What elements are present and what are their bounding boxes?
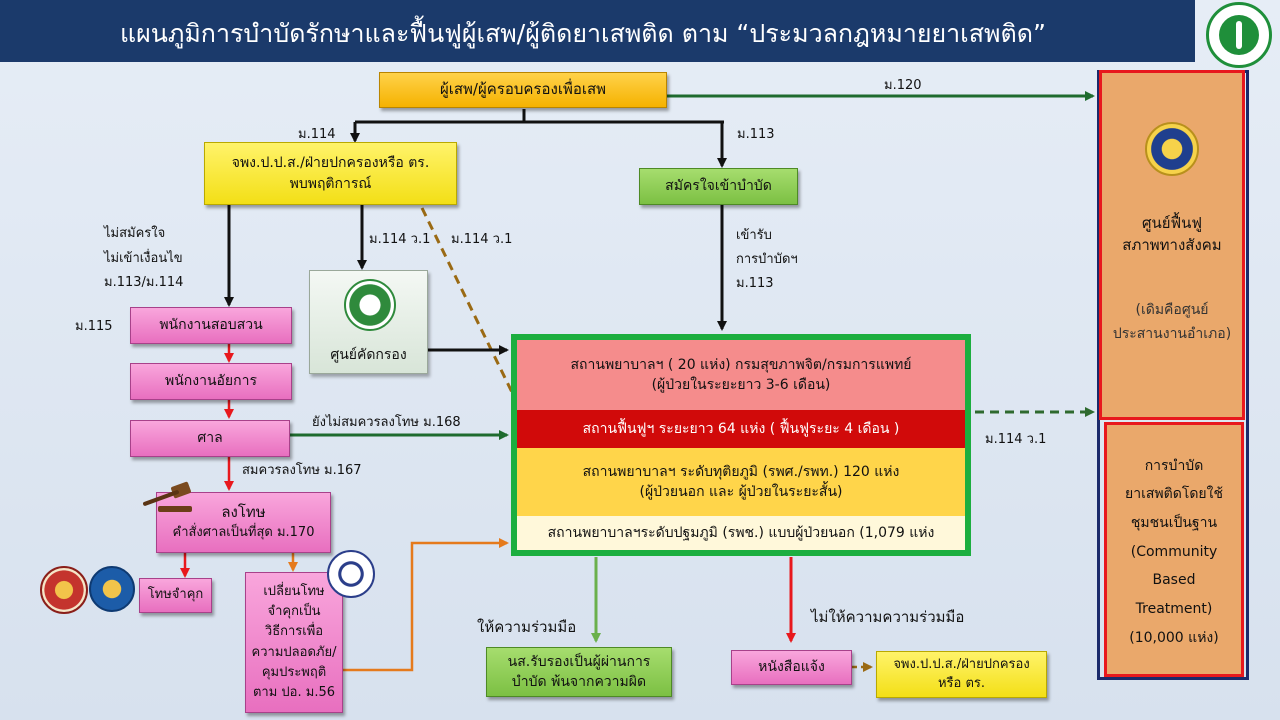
prison-node: โทษจำคุก	[139, 578, 212, 613]
notice-target-line2: หรือ ตร.	[937, 675, 986, 691]
voluntary-node-label: สมัครใจเข้าบำบัด	[665, 178, 772, 195]
certified-line1: นส.รับรองเป็นผู้ผ่านการ	[507, 653, 651, 670]
facility-band-hospital: สถานพยาบาลฯ ( 20 แห่ง) กรมสุขภาพจิต/กรมก…	[517, 340, 965, 410]
probation-logo-icon	[327, 550, 375, 598]
not-voluntary-line3: ม.113/ม.114	[104, 275, 184, 291]
facility-band-secondary: สถานพยาบาลฯ ระดับทุติยภูมิ (รพศ./รพท.) 1…	[517, 448, 965, 516]
convert-node: เปลี่ยนโทษ จำคุกเป็น วิธีการเพื่อ ความปล…	[245, 572, 343, 713]
gavel-icon	[143, 481, 192, 512]
screening-node-label: ศูนย์คัดกรอง	[330, 346, 407, 363]
prosecutor-node: พนักงานอัยการ	[130, 363, 292, 400]
label-m120: ม.120	[884, 78, 922, 93]
investigator-node-label: พนักงานสอบสวน	[159, 317, 263, 334]
court-node: ศาล	[130, 420, 290, 457]
certified-node: นส.รับรองเป็นผู้ผ่านการ บำบัด พ้นจากความ…	[486, 647, 672, 697]
investigator-node: พนักงานสอบสวน	[130, 307, 292, 344]
label-admitted: เข้ารับ การบำบัดฯ ม.113	[736, 224, 798, 296]
corrections-logo-icon	[40, 566, 88, 614]
cbtx-line7: (10,000 แห่ง)	[1129, 629, 1219, 646]
cbtx-line5: Based	[1152, 572, 1196, 589]
officer-node-line2: พบพฤติการณ์	[289, 175, 372, 192]
label-m115: ม.115	[75, 319, 113, 334]
label-m114: ม.114	[298, 127, 336, 142]
label-not-voluntary: ไม่สมัครใจ ไม่เข้าเงื่อนไข ม.113/ม.114	[104, 222, 183, 296]
social-rehab-center-note: (เดิมคือศูนย์ ประสานงานอำเภอ)	[1101, 292, 1243, 354]
voluntary-node: สมัครใจเข้าบำบัด	[639, 168, 798, 205]
facility-band-rehab: สถานฟื้นฟูฯ ระยะยาว 64 แห่ง ( ฟื้นฟูระยะ…	[517, 410, 965, 448]
label-should-punish: สมควรลงโทษ ม.167	[242, 463, 362, 478]
label-not-yet-punish: ยังไม่สมควรลงโทษ ม.168	[312, 415, 461, 430]
notice-target-node: จพง.ป.ป.ส./ฝ่ายปกครอง หรือ ตร.	[876, 651, 1047, 698]
admitted-line1: เข้ารับ	[736, 228, 772, 243]
prison-node-label: โทษจำคุก	[147, 587, 204, 603]
cbtx-line3: ชุมชนเป็นฐาน	[1130, 514, 1218, 531]
page-title: แผนภูมิการบำบัดรักษาและฟื้นฟูผู้เสพ/ผู้ต…	[120, 19, 1046, 48]
notice-node-label: หนังสือแจ้ง	[758, 659, 825, 676]
not-voluntary-line1: ไม่สมัครใจ	[104, 226, 166, 241]
label-m113: ม.113	[737, 127, 775, 142]
convert-line4: ความปลอดภัย/	[251, 644, 337, 660]
band1-line2: (ผู้ป่วยในระยะยาว 3-6 เดือน)	[651, 377, 831, 393]
punish-node: ลงโทษ คำสั่งศาลเป็นที่สุด ม.170	[156, 492, 331, 553]
rehab-line1: ศูนย์ฟื้นฟู	[1141, 213, 1203, 232]
convert-line2: จำคุกเป็น	[267, 604, 321, 620]
facility-band-primary: สถานพยาบาลฯระดับปฐมภูมิ (รพช.) แบบผู้ป่ว…	[517, 516, 965, 550]
rehab-line3: (เดิมคือศูนย์	[1135, 302, 1209, 319]
title-bar: แผนภูมิการบำบัดรักษาและฟื้นฟูผู้เสพ/ผู้ต…	[0, 0, 1195, 62]
community-based-treatment-text: การบำบัด ยาเสพติดโดยใช้ ชุมชนเป็นฐาน (Co…	[1104, 442, 1244, 662]
court-node-label: ศาล	[197, 430, 223, 447]
community-based-treatment	[1104, 422, 1244, 677]
not-voluntary-line2: ไม่เข้าเงื่อนไข	[104, 250, 183, 266]
label-cooperate: ให้ความร่วมมือ	[477, 618, 577, 636]
convert-line5: คุมประพฤติ	[261, 664, 327, 680]
cbtx-line2: ยาเสพติดโดยใช้	[1125, 486, 1223, 503]
ministry-of-public-health-logo-icon	[1206, 2, 1272, 68]
screening-node: ศูนย์คัดกรอง	[309, 270, 428, 374]
band3-line2: (ผู้ป่วยนอก และ ผู้ป่วยในระยะสั้น)	[639, 484, 843, 500]
punish-node-label: ลงโทษ	[221, 503, 266, 522]
user-node-label: ผู้เสพ/ผู้ครอบครองเพื่อเสพ	[439, 80, 607, 99]
rehab-line4: ประสานงานอำเภอ)	[1112, 326, 1232, 342]
social-rehab-center-title: ศูนย์ฟื้นฟู สภาพทางสังคม	[1101, 206, 1243, 262]
notice-target-line1: จพง.ป.ป.ส./ฝ่ายปกครอง	[893, 656, 1030, 672]
cbtx-line4: (Community	[1130, 543, 1218, 560]
admitted-line2: การบำบัดฯ	[736, 252, 798, 268]
officer-node-line1: จพง.ป.ป.ส./ฝ่ายปกครองหรือ ตร.	[231, 155, 430, 172]
notice-node: หนังสือแจ้ง	[731, 650, 852, 685]
rehab-line2: สภาพทางสังคม	[1122, 236, 1222, 254]
screening-emblem-icon	[344, 279, 396, 331]
certified-line2: บำบัด พ้นจากความผิด	[511, 674, 647, 690]
admitted-line3: ม.113	[736, 276, 774, 292]
band4-line1: สถานพยาบาลฯระดับปฐมภูมิ (รพช.) แบบผู้ป่ว…	[547, 524, 935, 541]
punish-node-sublabel: คำสั่งศาลเป็นที่สุด ม.170	[172, 524, 315, 540]
officer-node: จพง.ป.ป.ส./ฝ่ายปกครองหรือ ตร. พบพฤติการณ…	[204, 142, 457, 205]
justice-logo-icon	[89, 566, 135, 612]
convert-line3: วิธีการเพื่อ	[264, 624, 324, 640]
label-m114v1-a: ม.114 ว.1	[369, 232, 431, 247]
cbtx-line1: การบำบัด	[1144, 457, 1204, 474]
band2-line1: สถานฟื้นฟูฯ ระยะยาว 64 แห่ง ( ฟื้นฟูระยะ…	[582, 420, 900, 437]
band1-line1: สถานพยาบาลฯ ( 20 แห่ง) กรมสุขภาพจิต/กรมก…	[570, 356, 912, 373]
user-node: ผู้เสพ/ผู้ครอบครองเพื่อเสพ	[379, 72, 667, 108]
royal-emblem-icon	[1145, 122, 1199, 176]
convert-line6: ตาม ปอ. ม.56	[252, 684, 335, 700]
band3-line1: สถานพยาบาลฯ ระดับทุติยภูมิ (รพศ./รพท.) 1…	[582, 463, 900, 480]
treatment-facilities-frame: สถานพยาบาลฯ ( 20 แห่ง) กรมสุขภาพจิต/กรมก…	[511, 334, 971, 556]
convert-line1: เปลี่ยนโทษ	[263, 584, 325, 600]
prosecutor-node-label: พนักงานอัยการ	[164, 373, 257, 390]
label-not-cooperate: ไม่ให้ความความร่วมมือ	[811, 608, 965, 626]
label-m114v1-c: ม.114 ว.1	[985, 432, 1047, 447]
label-m114v1-b: ม.114 ว.1	[451, 232, 513, 247]
cbtx-line6: Treatment)	[1135, 601, 1213, 618]
